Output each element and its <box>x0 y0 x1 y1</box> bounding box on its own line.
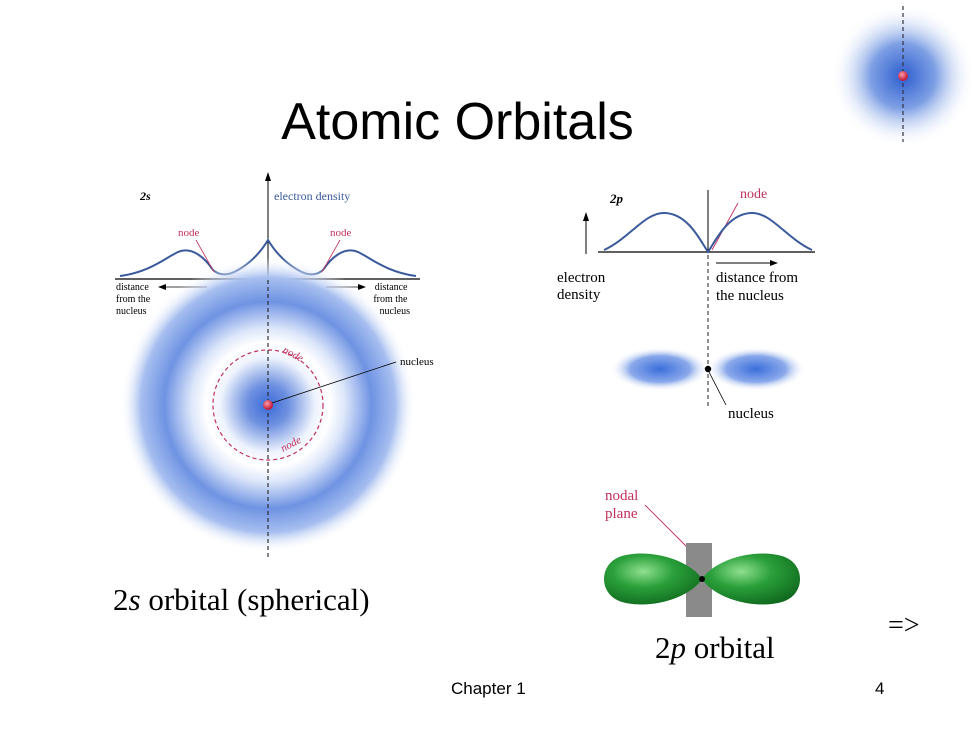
caption-2p: 2p orbital <box>655 630 775 665</box>
footer-chapter: Chapter 1 <box>451 679 526 698</box>
lobe-left-2p <box>610 347 710 391</box>
distance-right-label: distance from the nucleus <box>373 282 410 317</box>
green-lobe-left <box>604 553 702 605</box>
radial-node-ring <box>212 349 324 461</box>
nucleus-label-2p: nucleus <box>728 406 774 422</box>
node-label-left: node <box>178 227 200 239</box>
node-label-right: node <box>330 227 352 239</box>
caption-2s: 2s orbital (spherical) <box>113 582 370 617</box>
page-number: 4 <box>875 679 885 698</box>
density-curve-2s <box>119 238 417 277</box>
slide-title: Atomic Orbitals <box>281 93 634 151</box>
green-lobe-right <box>702 553 800 605</box>
orbital-2p-diagram: 2p node electron density distance from t… <box>557 187 815 617</box>
label-2s: 2s <box>139 189 151 203</box>
nucleus-2p <box>704 365 712 373</box>
next-slide-arrow[interactable]: => <box>888 610 920 641</box>
corner-orbital-decoration <box>831 4 975 148</box>
distance-left-label: distance from the nucleus <box>116 282 153 317</box>
node-label-2p: node <box>740 187 767 202</box>
nucleus-2s <box>263 400 273 410</box>
orbital-2s-diagram: 2s electron density node node distance f… <box>115 172 434 558</box>
nodal-plane-label: nodal plane <box>605 488 642 522</box>
electron-density-label: electron density <box>274 189 350 203</box>
electron-density-label-2p: electron density <box>557 270 609 303</box>
nucleus-label-2s: nucleus <box>400 356 434 368</box>
density-curve-2p <box>603 211 813 254</box>
distance-label-2p: distance from the nucleus <box>716 270 802 304</box>
lobe-right-2p <box>706 347 806 391</box>
label-2p: 2p <box>609 191 624 206</box>
